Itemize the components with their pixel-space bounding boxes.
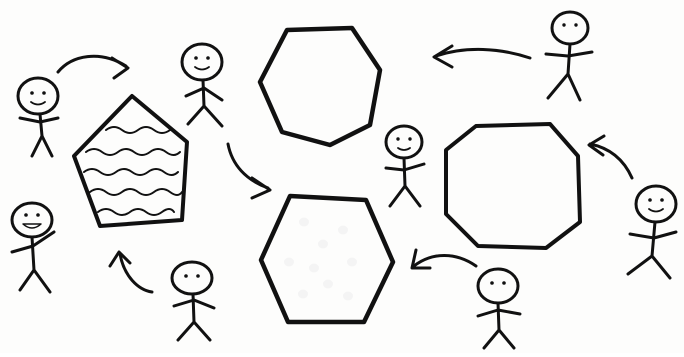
- figure-top-center: [182, 44, 222, 126]
- figure-center: [386, 126, 424, 206]
- figure-bottom-right: [478, 269, 520, 348]
- figure-right: [628, 186, 676, 278]
- arrow-right-to-octagon: [589, 136, 632, 178]
- octagon-horizontal-stripes: [446, 124, 580, 248]
- heptagon-vertical-stripes: [260, 28, 380, 145]
- arrow-bottom-right-to-hexagon: [412, 250, 476, 268]
- figure-left-middle: [12, 203, 54, 292]
- arrow-bottom-to-pentagon: [110, 252, 152, 292]
- arrow-top-right-to-heptagon: [434, 46, 530, 67]
- arrow-top-left-to-pentagon: [58, 56, 128, 78]
- figure-top-right: [546, 12, 592, 100]
- hexagon-dots: [261, 196, 393, 322]
- figure-bottom-center-left: [172, 262, 214, 340]
- figure-top-left: [18, 78, 58, 156]
- arrow-top-center-to-hexagon: [228, 144, 270, 198]
- pentagon-wavy: [74, 96, 187, 226]
